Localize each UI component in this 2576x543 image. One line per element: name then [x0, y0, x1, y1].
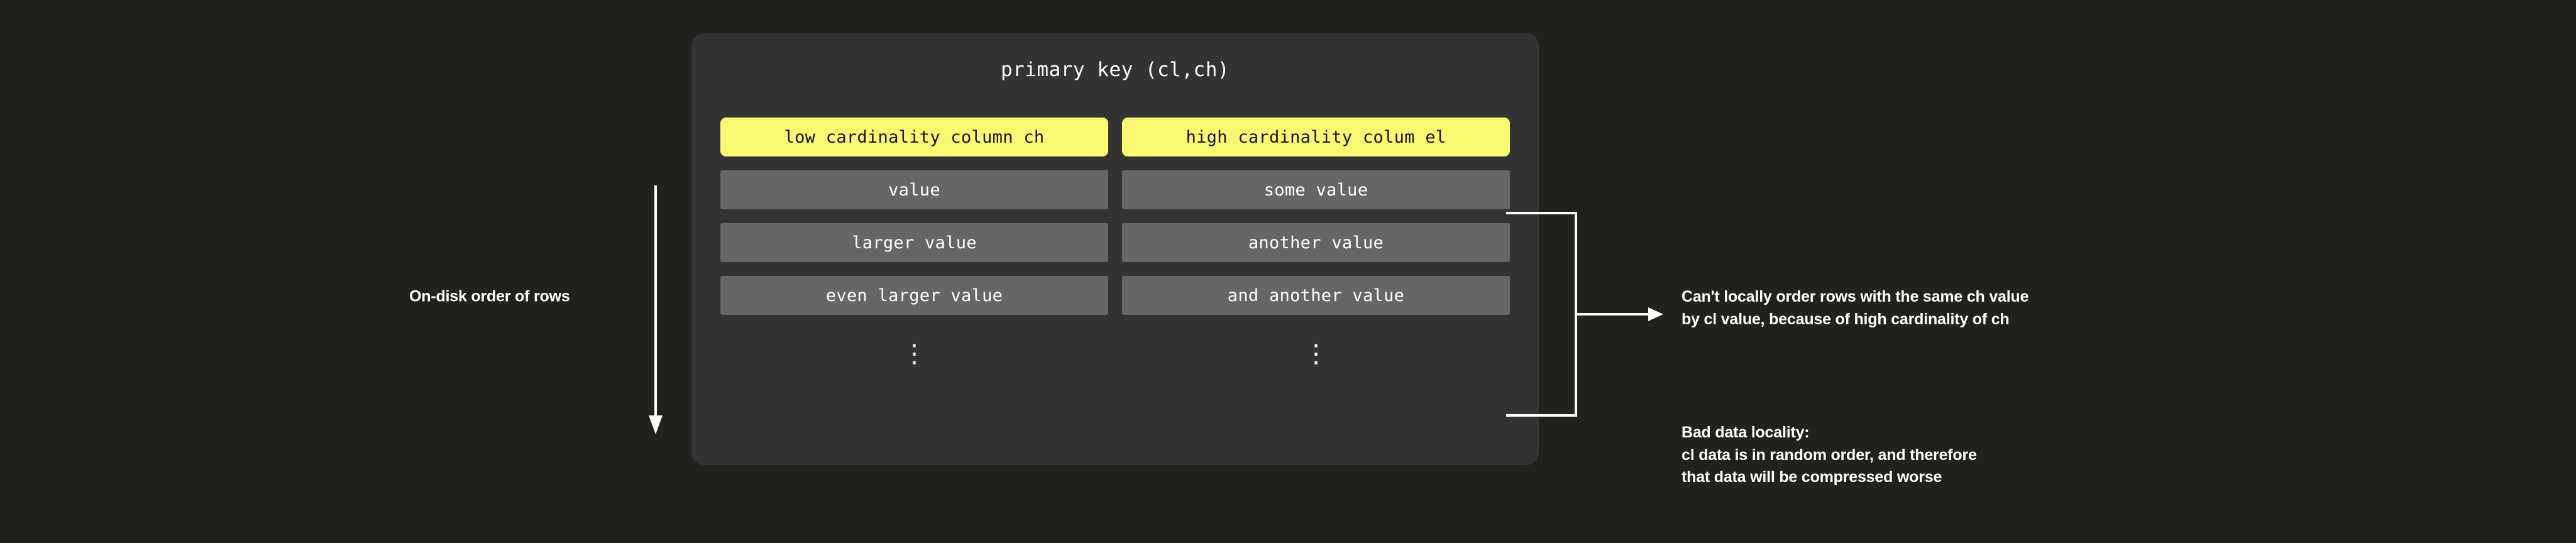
table-row: value some value: [720, 170, 1510, 209]
cell-left-2: larger value: [720, 223, 1108, 262]
on-disk-order-label: On-disk order of rows: [409, 287, 570, 305]
table-row: even larger value and another value: [720, 276, 1510, 315]
cell-right-2: another value: [1122, 223, 1510, 262]
bracket-connector: [1502, 207, 1666, 421]
column-grid: low cardinality column ch high cardinali…: [720, 118, 1510, 373]
cell-right-1: some value: [1122, 170, 1510, 209]
vertical-ellipsis-icon-left: ⋮: [901, 339, 927, 368]
primary-key-card: primary key (cl,ch) low cardinality colu…: [691, 33, 1539, 465]
cell-right-3: and another value: [1122, 276, 1510, 315]
vertical-ellipsis-icon-right: ⋮: [1303, 339, 1329, 368]
column-header-row: low cardinality column ch high cardinali…: [720, 118, 1510, 156]
table-row: larger value another value: [720, 223, 1510, 262]
column-header-high-cardinality: high cardinality colum el: [1122, 118, 1510, 156]
card-title: primary key (cl,ch): [1000, 58, 1230, 81]
locality-note: Bad data locality: cl data is in random …: [1682, 424, 1977, 486]
cell-left-3: even larger value: [720, 276, 1108, 315]
cell-left-1: value: [720, 170, 1108, 209]
ordering-note: Can't locally order rows with the same c…: [1682, 288, 2029, 328]
continuation-row: ⋮ ⋮: [720, 335, 1510, 373]
column-header-low-cardinality: low cardinality column ch: [720, 118, 1108, 156]
on-disk-order-down-arrow: [646, 185, 665, 437]
